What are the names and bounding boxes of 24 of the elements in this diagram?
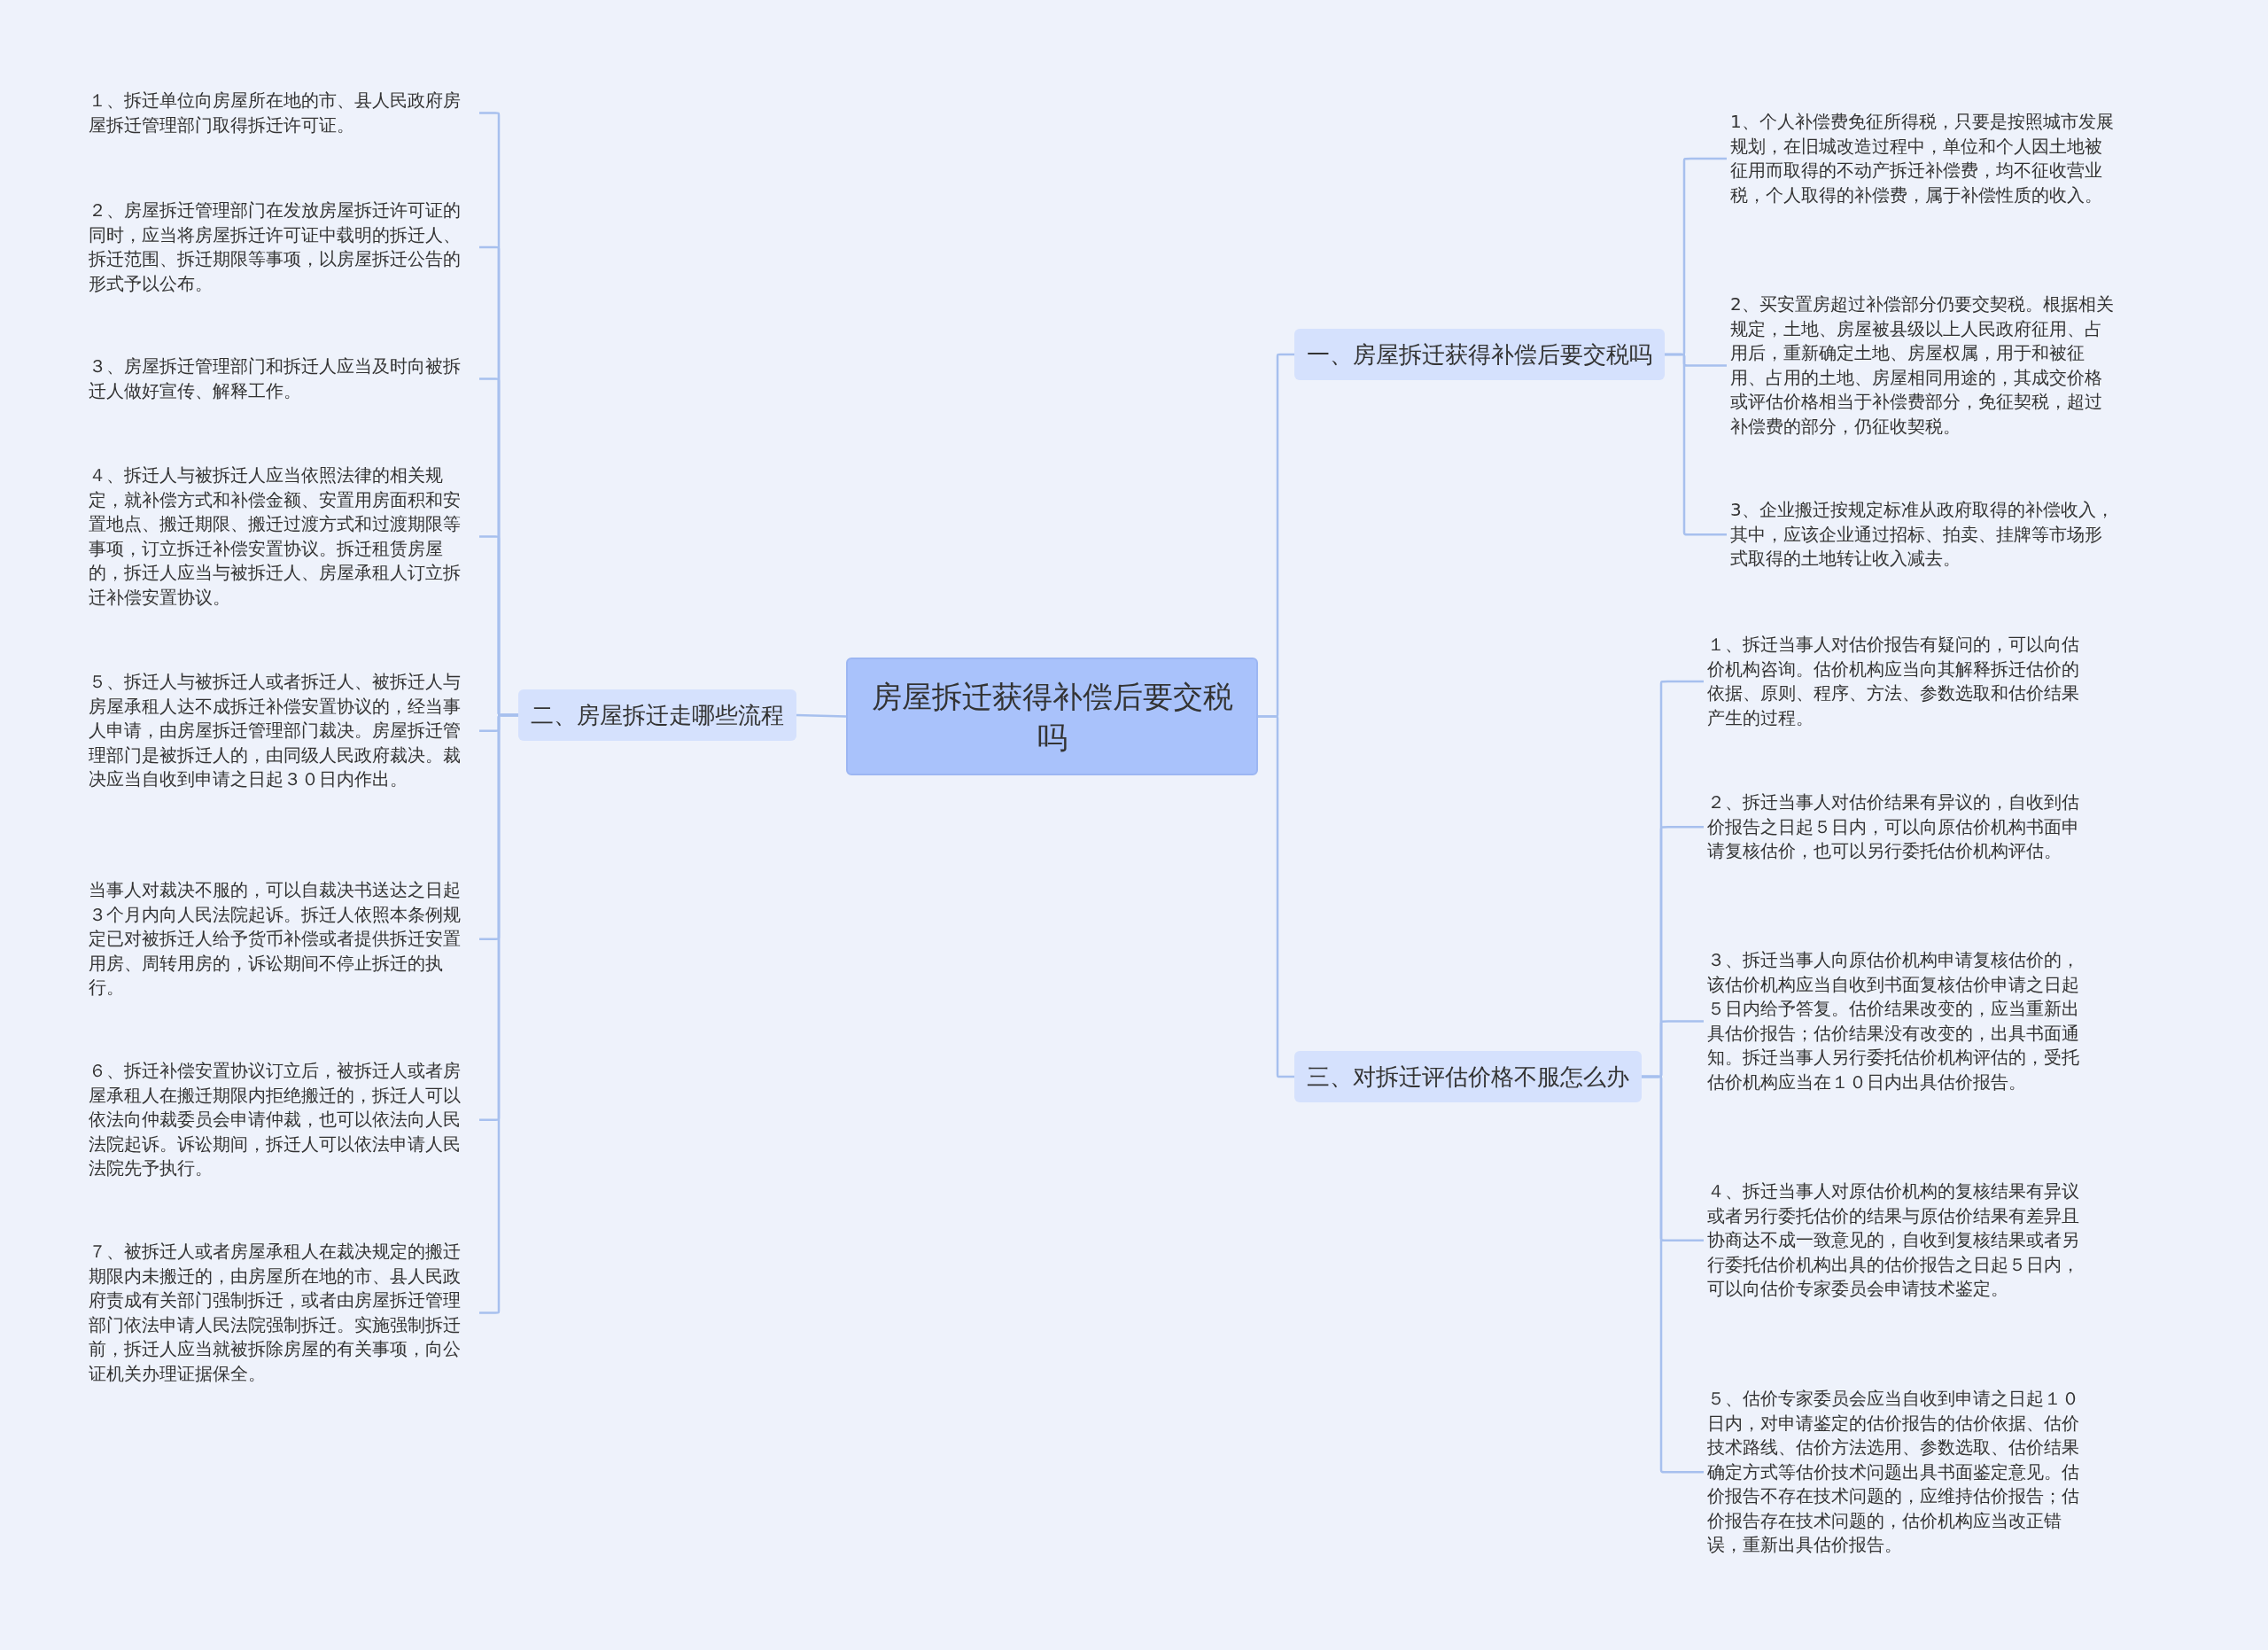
detail-text: 当事人对裁决不服的，可以自裁决书送达之日起３个月内向人民法院起诉。拆迁人依照本条例规定已对被拆迁人给予货币补偿或者提供拆迁安置用房、周转用房的，诉讼期间不停止拆迁的执行。 bbox=[85, 878, 479, 1000]
detail-text: ５、估价专家委员会应当自收到申请之日起１０日内，对申请鉴定的估价报告的估价依据、估价技术路线、估价方法选用、参数选取、估价结果确定方式等估价技术问题出具书面鉴定意见。估价报告不存在技术问题的，应维持估价报告；估价报告存在技术问题的，估价机构应当改正错误，重新出具估价报告。 bbox=[1704, 1387, 2098, 1558]
detail-text: ３、拆迁当事人向原估价机构申请复核估价的，该估价机构应当自收到书面复核估价申请之日起５日内给予答复。估价结果改变的，应当重新出具估价报告；估价结果没有改变的，出具书面通知。拆迁当事人另行委托估价机构评估的，受托估价机构应当在１０日内出具估价报告。 bbox=[1704, 948, 2098, 1094]
detail-text: １、拆迁当事人对估价报告有疑问的，可以向估价机构咨询。估价机构应当向其解释拆迁估价的依据、原则、程序、方法、参数选取和估价结果产生的过程。 bbox=[1704, 633, 2098, 730]
detail-text: ７、被拆迁人或者房屋承租人在裁决规定的搬迁期限内未搬迁的，由房屋所在地的市、县人民政府责成有关部门强制拆迁，或者由房屋拆迁管理部门依法申请人民法院强制拆迁。实施强制拆迁前，拆迁人应当就被拆除房屋的有关事项，向公证机关办理证据保全。 bbox=[85, 1240, 479, 1386]
branch-topic: 二、房屋拆迁走哪些流程 bbox=[518, 689, 796, 741]
branch-topic: 三、对拆迁评估价格不服怎么办 bbox=[1294, 1051, 1642, 1102]
branch-topic: 一、房屋拆迁获得补偿后要交税吗 bbox=[1294, 329, 1665, 380]
connector-line bbox=[1642, 1075, 1704, 1474]
detail-text: ４、拆迁人与被拆迁人应当依照法律的相关规定，就补偿方式和补偿金额、安置用房面积和安置地点、搬迁期限、搬迁过渡方式和过渡期限等事项，订立拆迁补偿安置协议。拆迁租赁房屋的，拆迁人应当与被拆迁人、房屋承租人订立拆迁补偿安置协议。 bbox=[85, 463, 479, 610]
detail-text: ２、房屋拆迁管理部门在发放房屋拆迁许可证的同时，应当将房屋拆迁许可证中载明的拆迁人、拆迁范围、拆迁期限等事项，以房屋拆迁公告的形式予以公布。 bbox=[85, 198, 479, 296]
detail-text: ４、拆迁当事人对原估价机构的复核结果有异议或者另行委托估价的结果与原估价结果有差异且协商达不成一致意见的，自收到复核结果或者另行委托估价机构出具的估价报告之日起５日内，可以向估价专家委员会申请技术鉴定。 bbox=[1704, 1179, 2098, 1302]
connector-line bbox=[1665, 353, 1727, 536]
detail-text: １、拆迁单位向房屋所在地的市、县人民政府房屋拆迁管理部门取得拆迁许可证。 bbox=[85, 89, 479, 137]
connector-line bbox=[796, 713, 847, 718]
detail-text: 2、买安置房超过补偿部分仍要交契税。根据相关规定，土地、房屋被县级以上人民政府征用、占用后，重新确定土地、房屋权属，用于和被征用、占用的土地、房屋相同用途的，其成交价格或评估价格相当于补偿费部分，免征契税，超过补偿费的部分，仍征收契税。 bbox=[1727, 292, 2121, 439]
detail-text: ２、拆迁当事人对估价结果有异议的，自收到估价报告之日起５日内，可以向原估价机构书面申请复核估价，也可以另行委托估价机构评估。 bbox=[1704, 790, 2098, 864]
detail-text: ６、拆迁补偿安置协议订立后，被拆迁人或者房屋承租人在搬迁期限内拒绝搬迁的，拆迁人可以依法向仲裁委员会申请仲裁，也可以依法向人民法院起诉。诉讼期间，拆迁人可以依法申请人民法院先予执行。 bbox=[85, 1059, 479, 1181]
detail-text: 1、个人补偿费免征所得税，只要是按照城市发展规划，在旧城改造过程中，单位和个人因土地被征用而取得的不动产拆迁补偿费，均不征收营业税，个人取得的补偿费，属于补偿性质的收入。 bbox=[1727, 110, 2121, 207]
connector-line bbox=[1258, 715, 1294, 1078]
detail-text: 3、企业搬迁按规定标准从政府取得的补偿收入，其中，应该企业通过招标、拍卖、挂牌等市场形式取得的土地转让收入减去。 bbox=[1727, 498, 2121, 572]
central-topic: 房屋拆迁获得补偿后要交税吗 bbox=[846, 658, 1258, 775]
detail-text: ５、拆迁人与被拆迁人或者拆迁人、被拆迁人与房屋承租人达不成拆迁补偿安置协议的，经当事人申请，由房屋拆迁管理部门裁决。房屋拆迁管理部门是被拆迁人的，由同级人民政府裁决。裁决应当自收到申请之日起３０日内作出。 bbox=[85, 670, 479, 792]
detail-text: ３、房屋拆迁管理部门和拆迁人应当及时向被拆迁人做好宣传、解释工作。 bbox=[85, 354, 479, 403]
